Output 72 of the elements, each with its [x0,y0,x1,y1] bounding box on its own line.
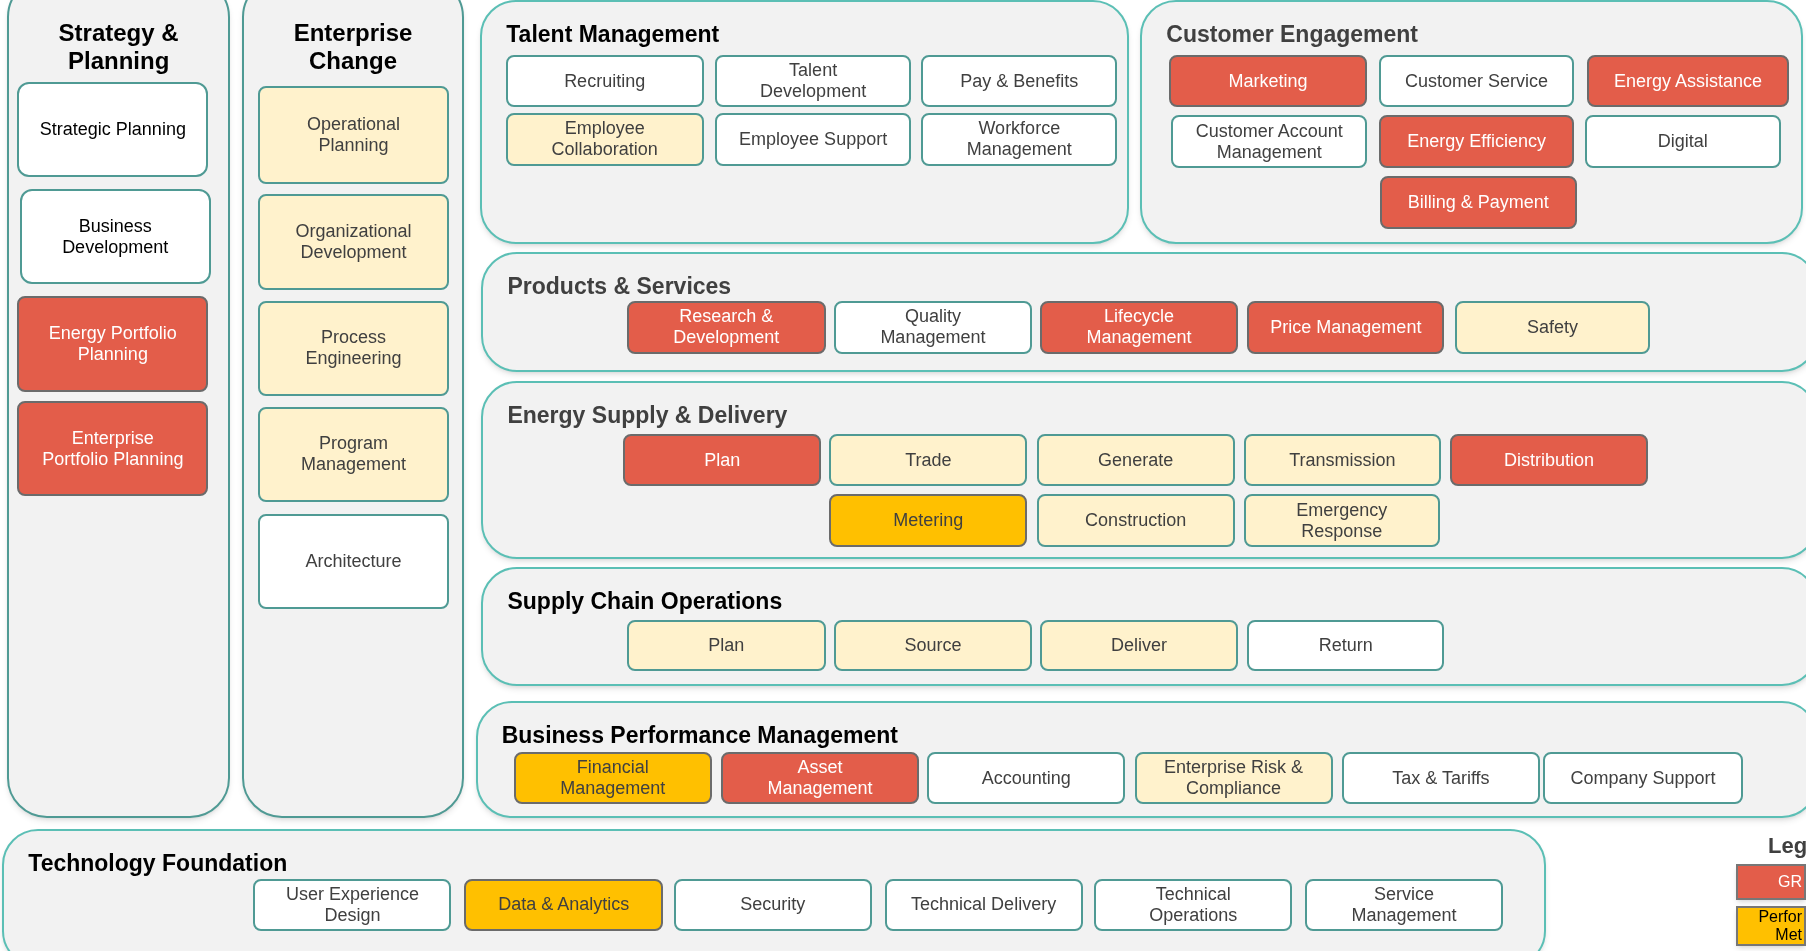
group-panel [1140,0,1803,245]
capability-box: Energy Portfolio Planning [17,296,209,392]
capability-box: Marketing [1169,55,1368,108]
capability-box: Security [673,878,872,931]
capability-box: Return [1247,619,1445,672]
capability-box: Customer Service [1378,55,1575,108]
capability-box: Source [833,619,1032,672]
capability-box: Technical Delivery [884,878,1083,931]
capability-box: Talent Development [715,55,912,108]
capability-box: Tax & Tariffs [1341,752,1540,804]
capability-box: Technical Operations [1094,878,1293,931]
capability-box: Customer Account Management [1171,115,1368,169]
capability-box: Asset Management [721,752,920,804]
capability-box: Data & Analytics [464,878,664,931]
capability-box: Enterprise Risk & Compliance [1134,752,1333,804]
capability-box: Business Development [19,188,211,285]
legend-swatch: GR [1736,864,1806,900]
capability-box: Plan [626,619,826,672]
capability-box: Distribution [1450,434,1649,487]
capability-box: Research & Development [626,300,826,354]
capability-box: Strategic Planning [17,81,209,178]
capability-box: Plan [623,434,822,487]
capability-box: Energy Efficiency [1378,115,1575,169]
panel-title: Strategy & Planning [57,18,180,75]
capability-box: Emergency Response [1243,494,1440,548]
capability-box: Process Engineering [258,300,450,397]
capability-box: Company Support [1543,752,1743,804]
capability-box: Accounting [927,752,1126,804]
capability-box: Energy Assistance [1587,55,1789,108]
capability-box: Enterprise Portfolio Planning [17,400,209,497]
capability-box: Architecture [258,513,450,610]
capability-box: Generate [1036,434,1235,487]
capability-box: Lifecycle Management [1040,300,1239,354]
capability-box: Workforce Management [921,112,1118,166]
group-panel [6,0,231,818]
panel-title: Technology Foundation [28,849,288,878]
capability-box: Digital [1584,115,1781,169]
group-panel [481,252,1806,372]
capability-box: User Experience Design [253,878,452,931]
capability-box: Deliver [1040,619,1239,672]
capability-box: Organizational Development [258,193,450,291]
group-panel [2,829,1546,951]
capability-box: Employee Collaboration [505,112,704,166]
capability-box: Pay & Benefits [921,55,1118,108]
group-panel [475,701,1806,818]
capability-box: Trade [829,434,1028,487]
capability-box: Quality Management [833,300,1032,354]
group-panel [480,0,1129,245]
group-panel [481,381,1806,559]
panel-title: Products & Services [507,272,732,301]
capability-box: Program Management [258,406,450,503]
capability-box: Service Management [1304,878,1504,931]
legend-swatch: Perfor Met [1736,906,1806,946]
capability-box: Operational Planning [258,86,450,185]
capability-box: Financial Management [513,752,712,804]
panel-title: Energy Supply & Delivery [507,401,788,430]
capability-box: Price Management [1247,300,1445,354]
capability-box: Billing & Payment [1379,176,1577,230]
panel-title: Customer Engagement [1166,20,1419,48]
panel-title: Supply Chain Operations [507,586,783,615]
capability-box: Recruiting [505,55,704,108]
capability-box: Construction [1036,494,1235,548]
legend-title: Leg [1768,832,1806,860]
panel-title: Talent Management [506,20,720,48]
capability-box: Metering [829,494,1028,548]
capability-box: Transmission [1243,434,1441,487]
panel-title: Business Performance Management [501,721,898,750]
group-panel [241,0,465,818]
capability-box: Safety [1454,300,1651,354]
capability-box: Employee Support [715,112,912,166]
group-panel [481,566,1806,687]
panel-title: Enterprise Change [292,18,414,75]
